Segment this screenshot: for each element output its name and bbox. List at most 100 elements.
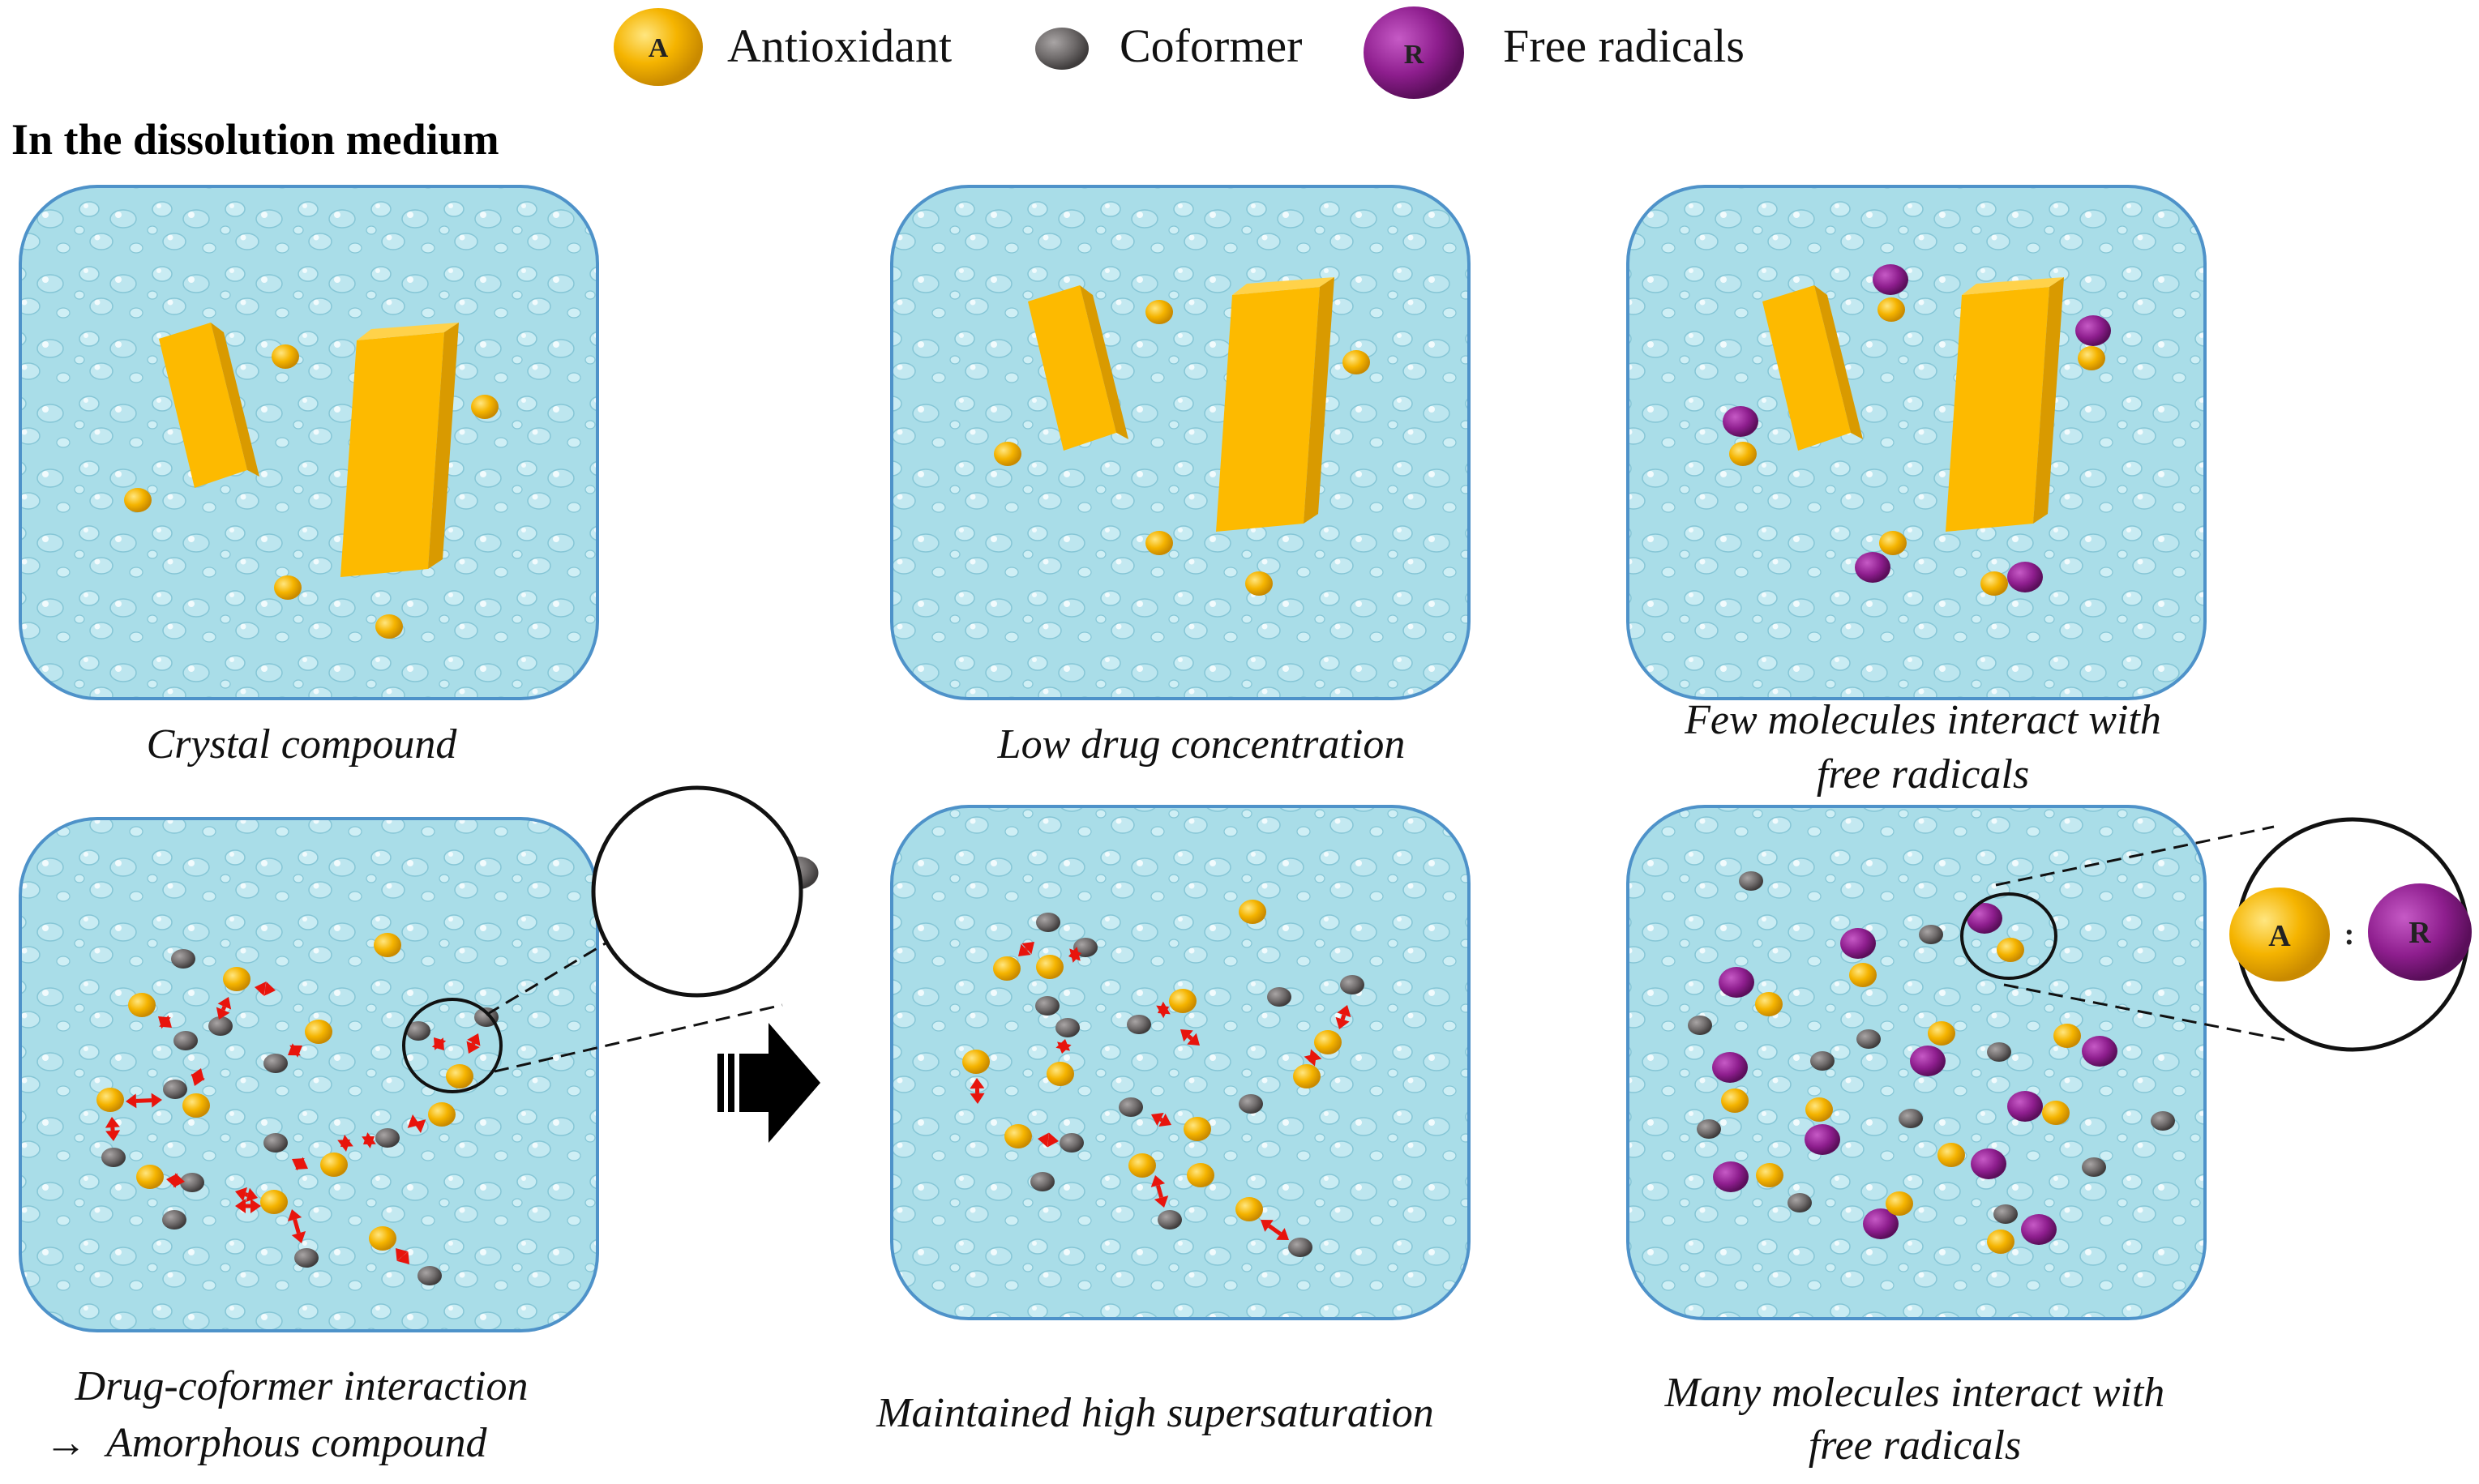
coformer-molecule bbox=[1239, 1094, 1263, 1114]
radical-molecule bbox=[1719, 967, 1754, 998]
double-arrow-icon bbox=[235, 1199, 261, 1213]
coformer-molecule bbox=[180, 1173, 204, 1192]
caption-few-line2: free radicals bbox=[1817, 751, 2029, 798]
antioxidant-molecule bbox=[2042, 1101, 2070, 1125]
antioxidant-molecule bbox=[1879, 531, 1907, 555]
antioxidant-molecule bbox=[260, 1190, 288, 1214]
process-arrow-icon bbox=[717, 1023, 820, 1143]
coformer-molecule bbox=[1119, 1097, 1143, 1117]
legend: A Antioxidant Coformer R Free radicals bbox=[614, 6, 1745, 99]
antioxidant-molecule bbox=[1756, 1163, 1783, 1187]
coformer-molecule bbox=[208, 1016, 233, 1036]
coformer-molecule bbox=[263, 1054, 288, 1073]
coformer-molecule bbox=[406, 1021, 430, 1041]
coformer-molecule bbox=[263, 1133, 288, 1153]
caption-few-line1: Few molecules interact with bbox=[1684, 697, 2161, 743]
double-arrow-icon bbox=[970, 1078, 985, 1104]
radical-molecule bbox=[1910, 1046, 1946, 1076]
svg-text:A: A bbox=[2268, 919, 2291, 953]
antioxidant-molecule bbox=[994, 442, 1021, 466]
antioxidant-molecule bbox=[1245, 571, 1273, 596]
coformer-molecule bbox=[1073, 938, 1098, 957]
molecules bbox=[96, 264, 2175, 1285]
antioxidant-molecule bbox=[2078, 346, 2105, 370]
antioxidant-molecule bbox=[2053, 1024, 2081, 1048]
complex-separator: : bbox=[2344, 917, 2355, 952]
antioxidant-molecule bbox=[1187, 1163, 1214, 1187]
coformer-molecule bbox=[1993, 1204, 2018, 1224]
radical-molecule bbox=[1873, 264, 1908, 295]
antioxidant-molecule bbox=[272, 344, 299, 369]
coformer-molecule bbox=[1739, 871, 1763, 891]
antioxidant-molecule bbox=[1239, 900, 1266, 924]
antioxidant-molecule bbox=[1314, 1030, 1342, 1054]
coformer-molecule bbox=[1060, 1133, 1084, 1153]
double-arrow-icon bbox=[1038, 1132, 1059, 1148]
double-arrow-icon bbox=[431, 1037, 447, 1050]
double-arrow-icon bbox=[1304, 1049, 1322, 1067]
double-arrow-icon bbox=[1151, 1113, 1171, 1127]
double-arrow-icon bbox=[191, 1068, 205, 1086]
antioxidant-molecule bbox=[1755, 992, 1783, 1016]
double-arrow-icon bbox=[1150, 1175, 1169, 1208]
antioxidant-molecule bbox=[446, 1064, 473, 1088]
caption-low-concentration: Low drug concentration bbox=[997, 721, 1406, 768]
caption-many-line1: Many molecules interact with bbox=[1664, 1370, 2165, 1416]
coformer-molecule bbox=[163, 1080, 187, 1099]
double-arrow-icon bbox=[1180, 1029, 1200, 1046]
legend-coformer-icon bbox=[1035, 28, 1089, 70]
antioxidant-molecule bbox=[1987, 1230, 2014, 1254]
coformer-molecule bbox=[1340, 975, 1364, 994]
section-title: In the dissolution medium bbox=[11, 115, 499, 164]
antioxidant-molecule bbox=[1169, 989, 1197, 1013]
double-arrow-icon bbox=[126, 1093, 162, 1109]
coformer-molecule bbox=[1158, 1210, 1182, 1230]
antioxidant-molecule bbox=[1235, 1197, 1263, 1221]
radical-molecule bbox=[1971, 1148, 2006, 1179]
double-arrow-icon bbox=[466, 1033, 481, 1054]
antioxidant-molecule bbox=[136, 1165, 164, 1189]
legend-antioxidant-icon: A bbox=[614, 8, 703, 86]
coformer-molecule bbox=[1810, 1051, 1835, 1071]
zoom-detail-circle bbox=[591, 785, 803, 998]
complex-radical: R bbox=[2368, 883, 2472, 981]
double-arrow-icon bbox=[396, 1248, 409, 1264]
antioxidant-molecule bbox=[96, 1088, 124, 1112]
coformer-molecule bbox=[1035, 996, 1060, 1016]
zoom-source-circle bbox=[402, 998, 503, 1093]
antioxidant-molecule bbox=[428, 1102, 456, 1127]
double-arrow-icon bbox=[1068, 947, 1081, 963]
antioxidant-molecule bbox=[1004, 1124, 1032, 1148]
coformer-molecule bbox=[1856, 1029, 1881, 1049]
double-arrow-icon bbox=[1335, 1005, 1351, 1029]
coformer-molecule bbox=[1127, 1015, 1151, 1034]
double-arrow-icon bbox=[287, 1209, 306, 1243]
coformer-molecule bbox=[1036, 913, 1060, 932]
antioxidant-molecule bbox=[223, 967, 250, 991]
zoom-source-circle bbox=[1960, 892, 2057, 980]
coformer-molecule bbox=[171, 949, 195, 969]
panel-crystal bbox=[19, 185, 599, 700]
antioxidant-molecule bbox=[320, 1153, 348, 1177]
double-arrow-icon bbox=[1156, 1001, 1171, 1019]
antioxidant-molecule bbox=[1145, 531, 1173, 555]
panel-drug-coformer bbox=[19, 817, 599, 1332]
antioxidant-molecule bbox=[124, 488, 152, 512]
double-arrow-icon bbox=[337, 1135, 353, 1152]
crystal-block bbox=[159, 323, 459, 577]
caption-drug-coformer-line1: Drug-coformer interaction bbox=[75, 1363, 529, 1409]
double-arrow-icon bbox=[105, 1117, 121, 1141]
coformer-molecule bbox=[162, 1210, 186, 1230]
antioxidant-molecule bbox=[375, 614, 403, 639]
caption-drug-coformer-line2: → Amorphous compound bbox=[45, 1420, 487, 1466]
antioxidant-molecule bbox=[1937, 1143, 1965, 1167]
antioxidant-molecule bbox=[1928, 1021, 1955, 1046]
coformer-molecule bbox=[1788, 1193, 1812, 1212]
coformer-molecule bbox=[1987, 1042, 2011, 1062]
double-arrow-icon bbox=[216, 997, 232, 1020]
double-arrow-icon bbox=[1055, 1039, 1072, 1054]
crystal-block bbox=[1762, 277, 2064, 532]
antioxidant-molecule bbox=[1849, 963, 1877, 987]
panel-supersaturation bbox=[890, 805, 1471, 1320]
